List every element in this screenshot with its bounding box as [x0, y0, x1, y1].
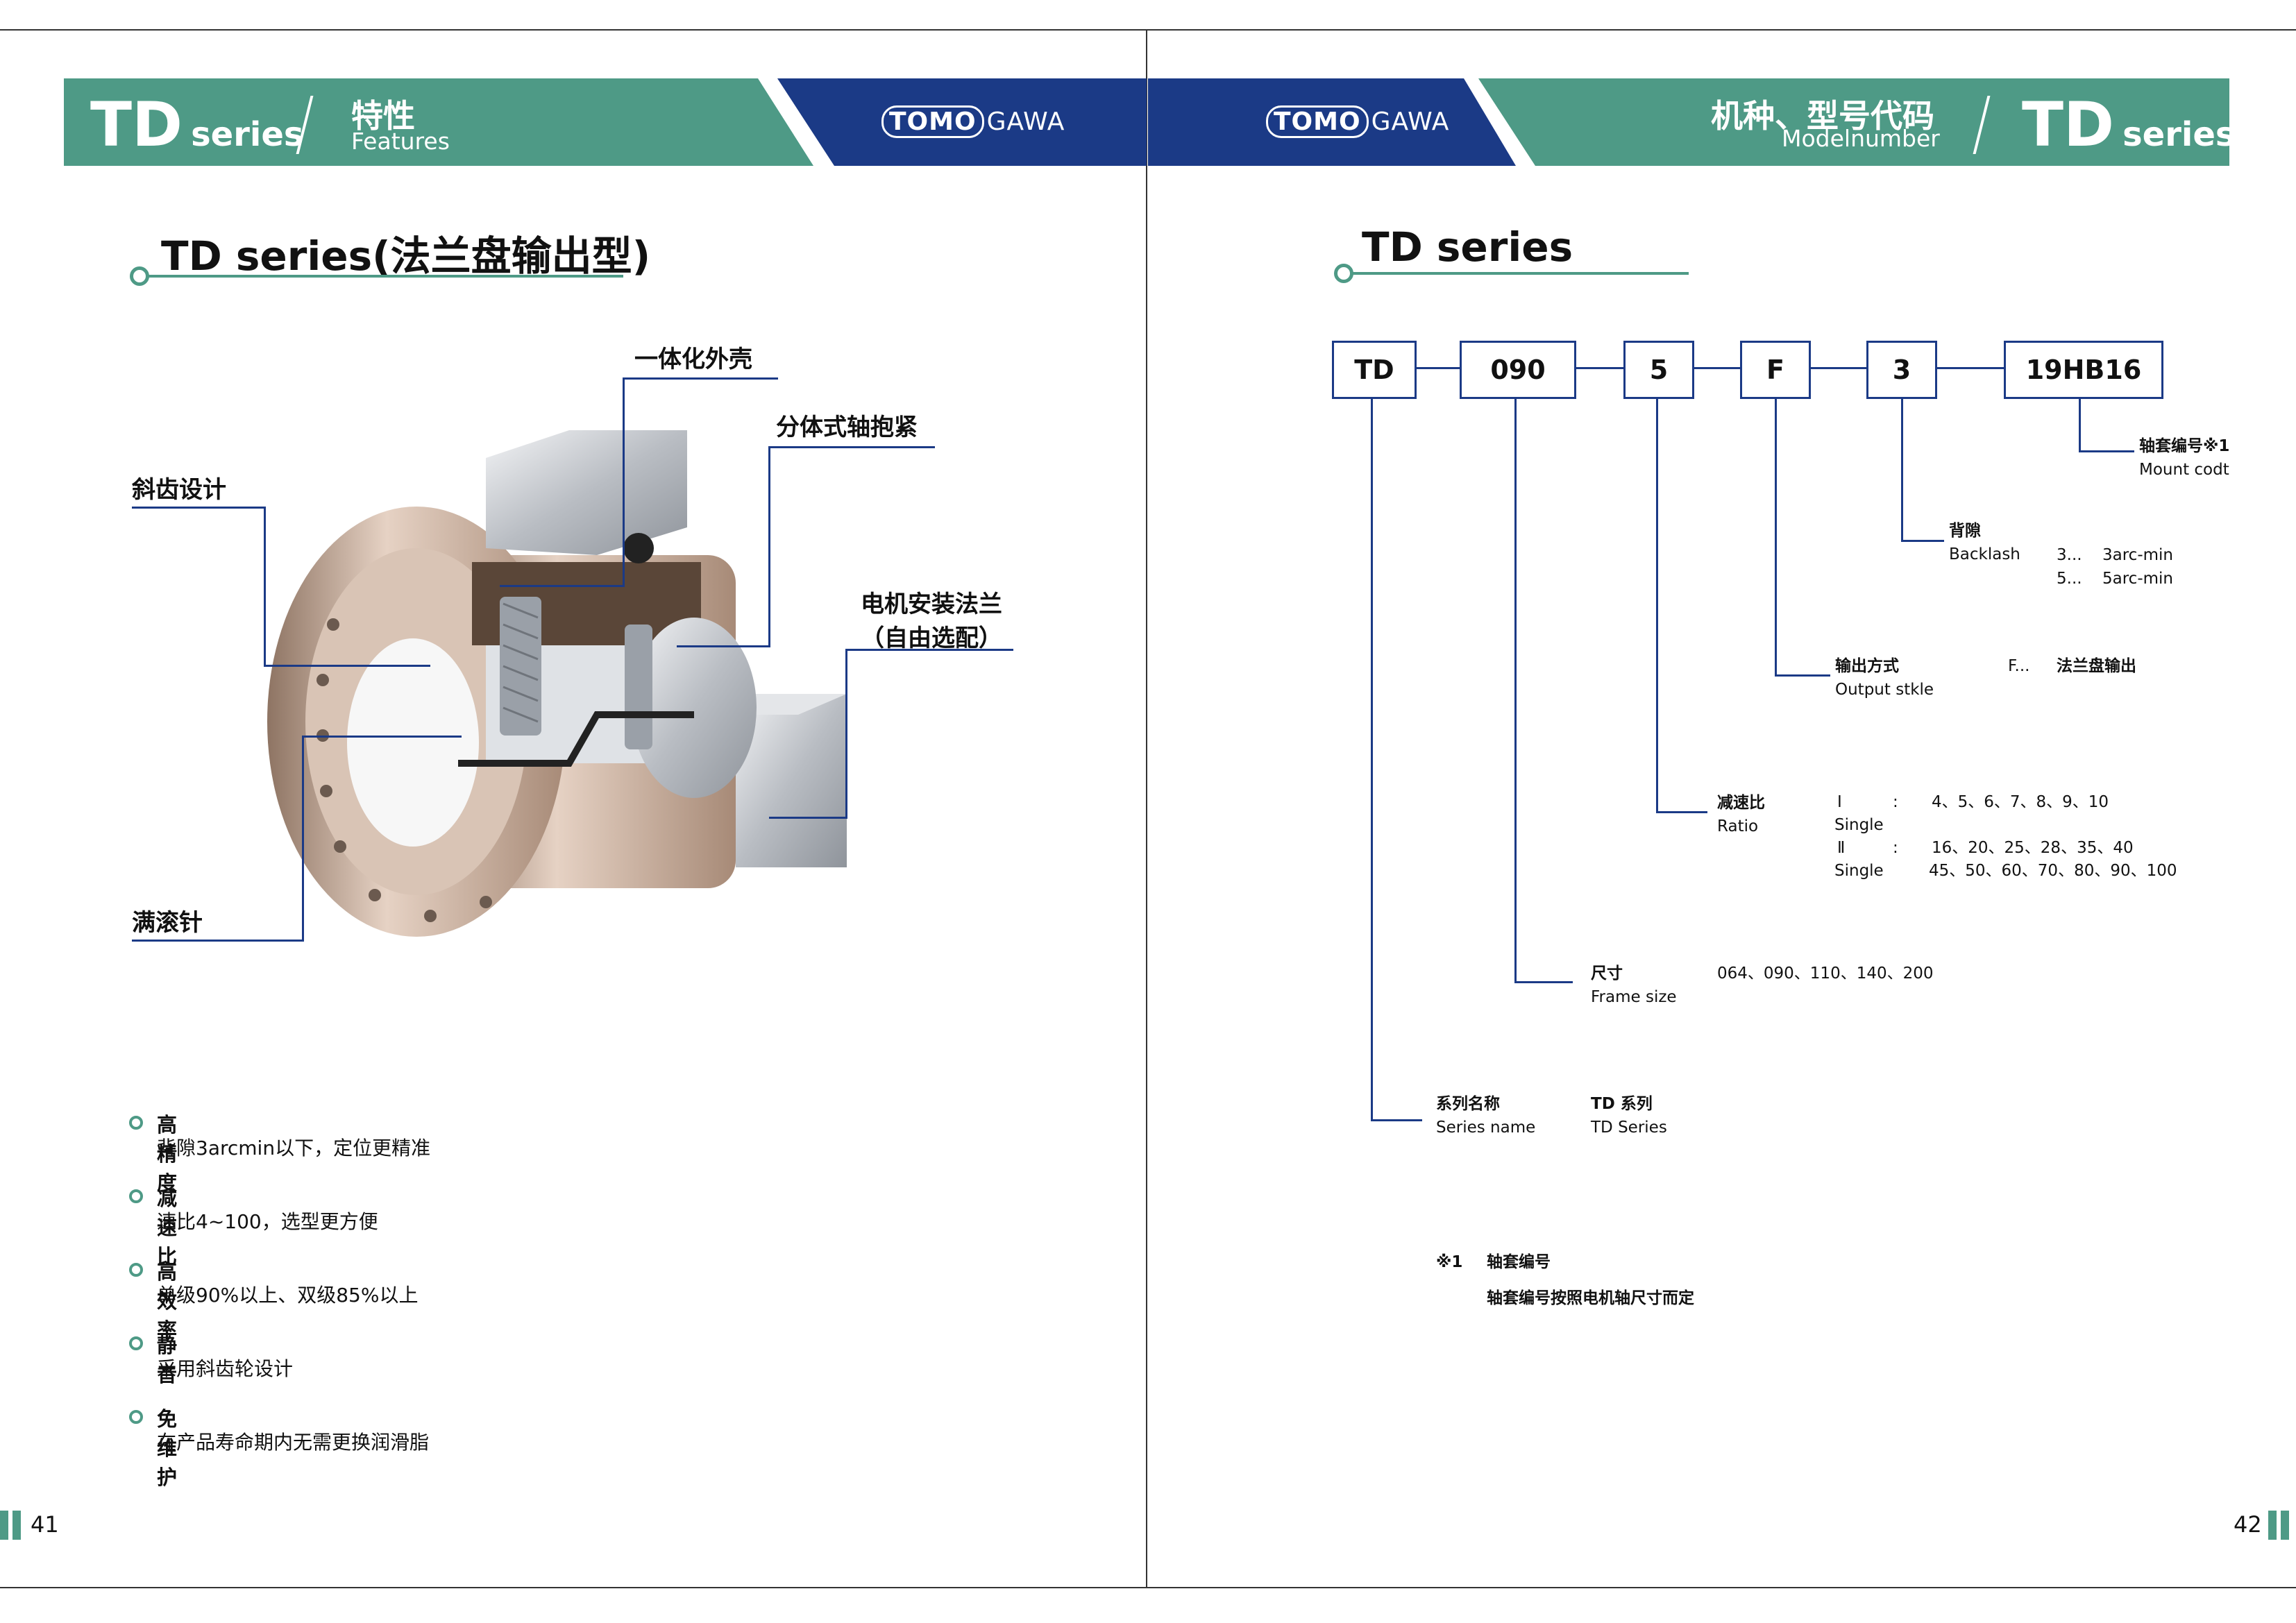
callout-motor-flange-line1: 电机安装法兰 — [861, 590, 1002, 618]
leader-frame-v — [1514, 397, 1517, 983]
box-connector — [1692, 367, 1740, 369]
right-header-logo-band — [1148, 78, 1516, 166]
leader-series-h — [1371, 1119, 1422, 1121]
right-header-band — [1478, 78, 2229, 166]
feature-bullet — [129, 1189, 143, 1203]
leader-backlash-h — [1901, 540, 1944, 542]
left-section-title: TD series(法兰盘输出型) — [161, 232, 651, 280]
right-section-en: Modelnumber — [1782, 125, 1940, 152]
leader-housing-v — [623, 377, 625, 587]
left-header-logo-band — [777, 78, 1147, 166]
leader-flange-end — [769, 817, 847, 819]
feature-bullet — [129, 1263, 143, 1277]
leader-split-end — [677, 645, 770, 647]
gearbox-illustration — [267, 430, 847, 937]
legend-series: 系列名称 Series name — [1436, 1095, 1536, 1137]
code-box-mount: 19HB16 — [2004, 341, 2163, 399]
left-header-band — [64, 78, 813, 166]
left-page-number: 41 — [31, 1511, 59, 1538]
leader-housing-end — [500, 585, 625, 587]
logo-gawa: GAWA — [986, 108, 1065, 136]
right-section-title: TD series — [1362, 223, 1573, 271]
right-page-number: 42 — [2234, 1511, 2262, 1538]
callout-housing: 一体化外壳 — [634, 346, 752, 373]
legend-backlash: 背隙 Backlash — [1949, 522, 2020, 563]
left-title-dot — [130, 266, 149, 286]
leader-needle-end — [302, 736, 462, 738]
leader-housing-h — [623, 377, 778, 380]
logo-tomo-mark: TOMO — [881, 105, 984, 138]
callout-helical: 斜齿设计 — [132, 476, 226, 504]
callout-motor-flange: 电机安装法兰 （自由选配） — [861, 585, 1002, 653]
left-section-en: Features — [351, 128, 450, 155]
logo-tomo-mark: TOMO — [1266, 105, 1369, 138]
leader-mount-v — [2079, 397, 2081, 452]
left-section-zh: 特性 — [351, 97, 415, 135]
leader-needle-v — [302, 736, 304, 942]
right-title-underline — [1343, 272, 1689, 275]
code-box-ratio: 5 — [1623, 341, 1694, 399]
callout-motor-flange-line2: （自由选配） — [861, 624, 1002, 652]
box-connector — [1574, 367, 1623, 369]
right-page-marker — [2268, 1511, 2277, 1540]
leader-needle-h — [132, 940, 304, 942]
leader-flange-h — [845, 649, 1013, 651]
leader-mount-h — [2079, 450, 2134, 452]
leader-helical-end — [264, 665, 430, 667]
box-connector — [1935, 367, 2004, 369]
legend-output: 输出方式 Output stkle — [1835, 657, 1934, 699]
note-mark: ※1 — [1436, 1253, 1463, 1271]
leader-flange-v — [845, 649, 847, 819]
leader-split-h — [768, 446, 935, 448]
callout-needle: 满滚针 — [132, 909, 203, 937]
legend-series-values: TD 系列 TD Series — [1591, 1095, 1667, 1137]
right-section-zh: 机种、型号代码 — [1711, 97, 1934, 135]
note-text: 轴套编号按照电机轴尺寸而定 — [1487, 1289, 1694, 1307]
top-border — [0, 29, 2296, 31]
logo-gawa: GAWA — [1371, 108, 1450, 136]
legend-frame: 尺寸 Frame size — [1591, 965, 1677, 1006]
left-page-marker-2 — [12, 1511, 21, 1540]
leader-series-v — [1371, 397, 1373, 1121]
leader-ratio-v — [1656, 397, 1658, 813]
right-title-dot — [1334, 264, 1353, 283]
code-box-backlash: 3 — [1866, 341, 1937, 399]
callout-split-clamp: 分体式轴抱紧 — [776, 414, 918, 441]
box-connector — [1415, 367, 1460, 369]
leader-ratio-h — [1656, 811, 1707, 813]
legend-mount: 轴套编号※1 Mount codt — [2139, 437, 2230, 479]
legend-ratio-table: Ⅰ:4、5、6、7、8、9、10 Single Ⅱ:16、20、25、28、35… — [1834, 793, 2177, 880]
code-box-frame: 090 — [1460, 341, 1576, 399]
leader-helical-v — [264, 507, 266, 666]
code-box-output: F — [1740, 341, 1811, 399]
code-box-series: TD — [1332, 341, 1417, 399]
leader-output-v — [1775, 397, 1777, 677]
left-title-underline — [139, 275, 623, 278]
legend-backlash-options: 3...3arc-min 5...5arc-min — [2057, 546, 2173, 588]
right-page-marker-2 — [2281, 1511, 2289, 1540]
feature-bullet — [129, 1410, 143, 1424]
legend-frame-values: 064、090、110、140、200 — [1717, 965, 1934, 983]
leader-frame-h — [1514, 981, 1573, 983]
spine-line — [1146, 29, 1147, 1588]
feature-bullet — [129, 1336, 143, 1350]
legend-ratio: 减速比 Ratio — [1717, 794, 1765, 835]
legend-output-value: F...法兰盘输出 — [2008, 657, 2136, 675]
leader-helical-h — [132, 507, 265, 509]
leader-backlash-v — [1901, 397, 1903, 542]
leader-output-h — [1775, 674, 1830, 677]
box-connector — [1809, 367, 1866, 369]
bottom-border — [0, 1587, 2296, 1588]
note-title: 轴套编号 — [1487, 1253, 1551, 1271]
leader-split-v — [768, 446, 770, 647]
feature-bullet — [129, 1116, 143, 1130]
left-page-marker — [0, 1511, 8, 1540]
